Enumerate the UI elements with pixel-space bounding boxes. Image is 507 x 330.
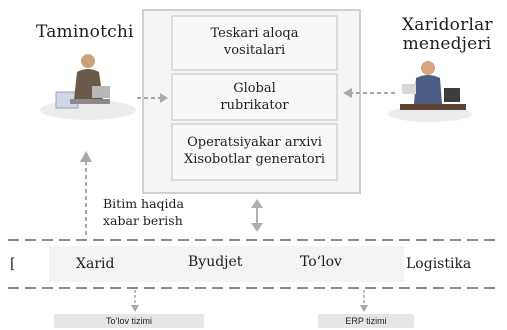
feedback-tools-line2: vositalari — [223, 43, 286, 58]
supplier-arrow-head — [160, 93, 168, 103]
global-rubricator-line2: rubrikator — [220, 98, 289, 113]
report-generator-line: Xisobotlar generatori — [183, 152, 325, 167]
archive-line: Operatsiyakar arxivi — [187, 135, 322, 150]
deal-notice-label: Bitim haqida xabar berish — [103, 195, 184, 229]
payment-system-label: To‘lov tizimi — [54, 314, 204, 328]
manager-title-line1: Xaridorlar — [402, 15, 493, 35]
bottom-item-logistics: Logistika — [406, 256, 472, 272]
bottom-item-payment: To‘lov — [300, 254, 342, 270]
payment-arrow-head — [131, 305, 139, 312]
notify-arrow-head — [80, 151, 92, 162]
central-block-3 — [171, 123, 338, 181]
bottom-item-purchase: Xarid — [76, 256, 115, 272]
bottom-bar-left-marker: [ — [10, 256, 16, 272]
feedback-tools-line1: Teskari aloqa — [210, 26, 299, 41]
bottom-item-budget: Byudjet — [188, 254, 243, 270]
person-at-desk-icon — [388, 61, 472, 122]
link-arrow-up — [251, 199, 263, 208]
supplier-title: Taminotchi — [36, 22, 134, 42]
deal-notice-line2: xabar berish — [103, 213, 183, 228]
central-block-2 — [171, 73, 338, 121]
global-rubricator-line1: Global — [233, 81, 276, 96]
deal-notice-line1: Bitim haqida — [103, 196, 184, 211]
manager-title-line2: menedjeri — [402, 34, 492, 54]
bottom-bar-fill — [49, 246, 404, 282]
global-rubricator-label: Global rubrikator — [172, 80, 337, 114]
erp-system-label: ERP tizimi — [318, 314, 414, 328]
feedback-tools-label: Teskari aloqa vositalari — [172, 25, 337, 59]
erp-arrow-head — [360, 305, 368, 312]
link-arrow-down — [251, 223, 263, 232]
person-at-computer-icon — [40, 54, 136, 120]
central-block-1 — [171, 15, 338, 71]
archive-reports-label: Operatsiyakar arxivi Xisobotlar generato… — [172, 134, 337, 168]
manager-arrow-head — [343, 88, 352, 98]
manager-title: Xaridorlar menedjeri — [402, 15, 493, 54]
